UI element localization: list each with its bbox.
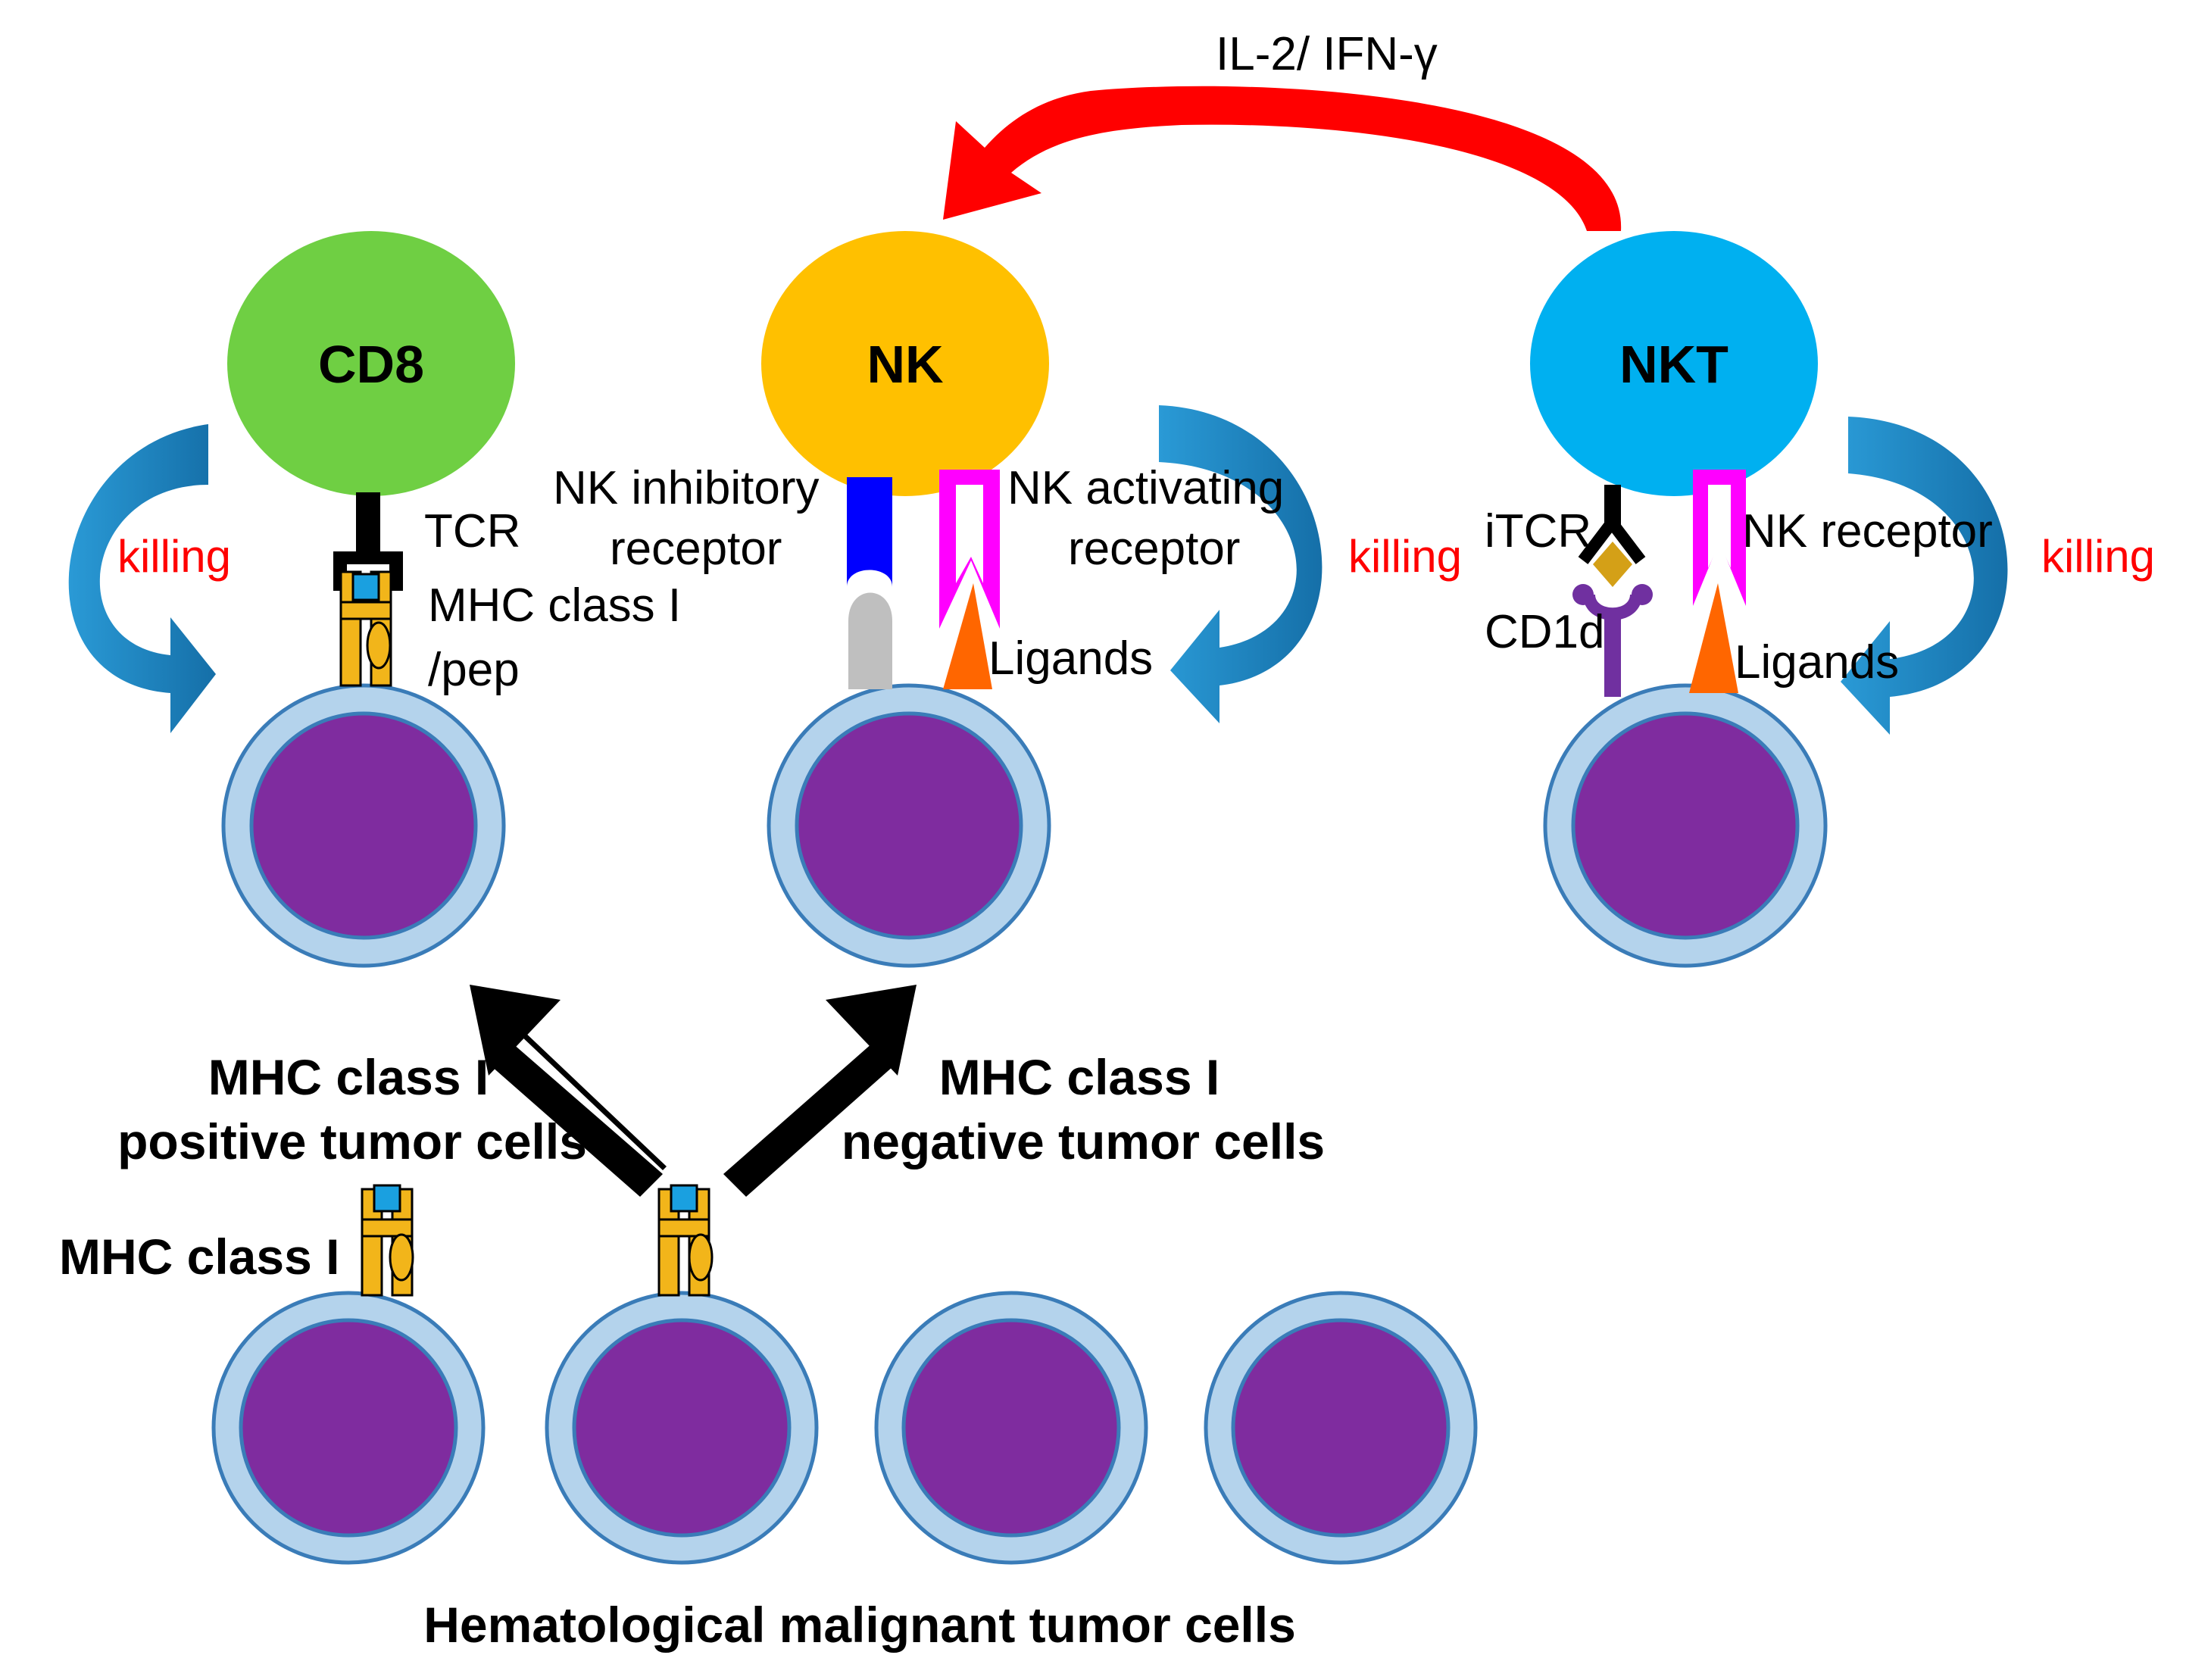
- killing-arrow-nkt: [1841, 417, 2008, 735]
- cd1d-label: CD1d: [1485, 606, 1605, 658]
- nk-cell: NK: [761, 231, 1049, 496]
- tumor-cell-nkt-target: [1543, 683, 1828, 968]
- tumor-cell-nk-target: [767, 683, 1051, 968]
- tumor-cell-bottom-3: [874, 1291, 1148, 1565]
- nk-activating-receptor: [939, 470, 1000, 629]
- nkt-nk-receptor-label: NK receptor: [1742, 505, 1993, 557]
- itcr-receptor: [1578, 485, 1646, 564]
- cytokine-arrow: [943, 86, 1622, 231]
- arrow-to-mhc-negative: [723, 985, 917, 1197]
- mhc-molecule-1: [361, 1184, 414, 1297]
- tumor-cell-bottom-2: [545, 1291, 819, 1565]
- mhc-class-i-label: MHC class I: [59, 1229, 339, 1285]
- bottom-caption: Hematological malignant tumor cells: [423, 1597, 1296, 1653]
- lipid-antigen: [1593, 542, 1632, 587]
- nkt-ligands-label: Ligands: [1735, 636, 1899, 689]
- nk-ligand: [943, 583, 992, 689]
- arrow-to-mhc-positive: [470, 985, 667, 1197]
- mhc-positive-label-2: positive tumor cells: [117, 1113, 587, 1169]
- mhc-molecule-2: [657, 1184, 714, 1297]
- itcr-label: iTCR: [1485, 505, 1591, 557]
- killing-label-nk: killing: [1348, 531, 1462, 582]
- cd8-cell: CD8: [227, 231, 515, 496]
- killing-arrow-cd8: [68, 424, 216, 733]
- nk-activating-label-1: NK activating: [1007, 462, 1284, 514]
- nk-inhibitory-label-1: NK inhibitory: [553, 462, 819, 514]
- tcr-receptor: [333, 492, 403, 591]
- mhc-positive-label-1: MHC class I: [208, 1049, 489, 1105]
- nk-activating-label-2: receptor: [1068, 523, 1240, 575]
- tumor-cell-bottom-1: [211, 1291, 486, 1565]
- nk-inhibitory-label-2: receptor: [610, 523, 782, 575]
- nkt-ligand: [1689, 583, 1738, 693]
- nkt-cell: NKT: [1530, 231, 1818, 496]
- mhc-pep-complex: [339, 570, 392, 687]
- mhc-pep-label-1: MHC class I: [428, 579, 681, 632]
- killing-label-nkt: killing: [2041, 531, 2155, 582]
- nkt-nk-receptor: [1693, 470, 1746, 606]
- nkt-label: NKT: [1619, 335, 1729, 394]
- inhibitory-ligand: [848, 592, 892, 689]
- cd8-label: CD8: [318, 335, 424, 394]
- mhc-negative-label-1: MHC class I: [939, 1049, 1219, 1105]
- tcr-label: TCR: [424, 505, 520, 557]
- cd1d-molecule: [1572, 584, 1653, 697]
- mhc-pep-label-2: /pep: [428, 644, 520, 696]
- tumor-cell-bottom-4: [1204, 1291, 1478, 1565]
- killing-arrow-nk: [1159, 405, 1323, 723]
- killing-label-cd8: killing: [117, 531, 231, 582]
- nk-label: NK: [867, 335, 943, 394]
- nk-inhibitory-receptor: [847, 477, 892, 587]
- nk-ligands-label: Ligands: [988, 632, 1153, 685]
- cytokine-label: IL-2/ IFN-γ: [1216, 28, 1438, 80]
- mhc-negative-label-2: negative tumor cells: [842, 1113, 1325, 1169]
- tumor-cell-cd8-target: [221, 683, 506, 968]
